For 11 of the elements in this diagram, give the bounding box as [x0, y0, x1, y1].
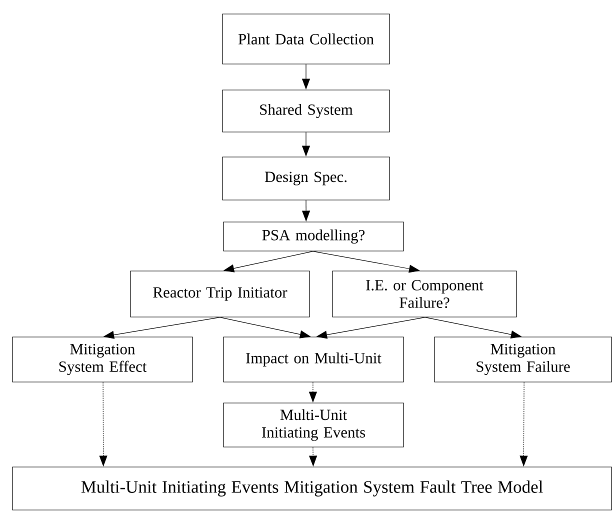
process-box: Mitigation System Failure — [434, 336, 612, 382]
process-box: Mitigation System Effect — [12, 336, 193, 382]
process-box: Reactor Trip Initiator — [130, 270, 310, 318]
process-box: Impact on Multi-Unit — [223, 336, 404, 382]
process-box: I.E. or Component Failure? — [332, 270, 517, 318]
process-box: Multi-Unit Initiating Events Mitigation System Fault Tree Model — [12, 466, 612, 510]
process-box: Plant Data Collection — [222, 14, 390, 64]
process-box: PSA modelling? — [223, 222, 404, 252]
process-box: Shared System — [222, 90, 390, 132]
process-box: Multi-Unit Initiating Events — [223, 402, 404, 448]
process-box: Design Spec. — [222, 156, 390, 200]
